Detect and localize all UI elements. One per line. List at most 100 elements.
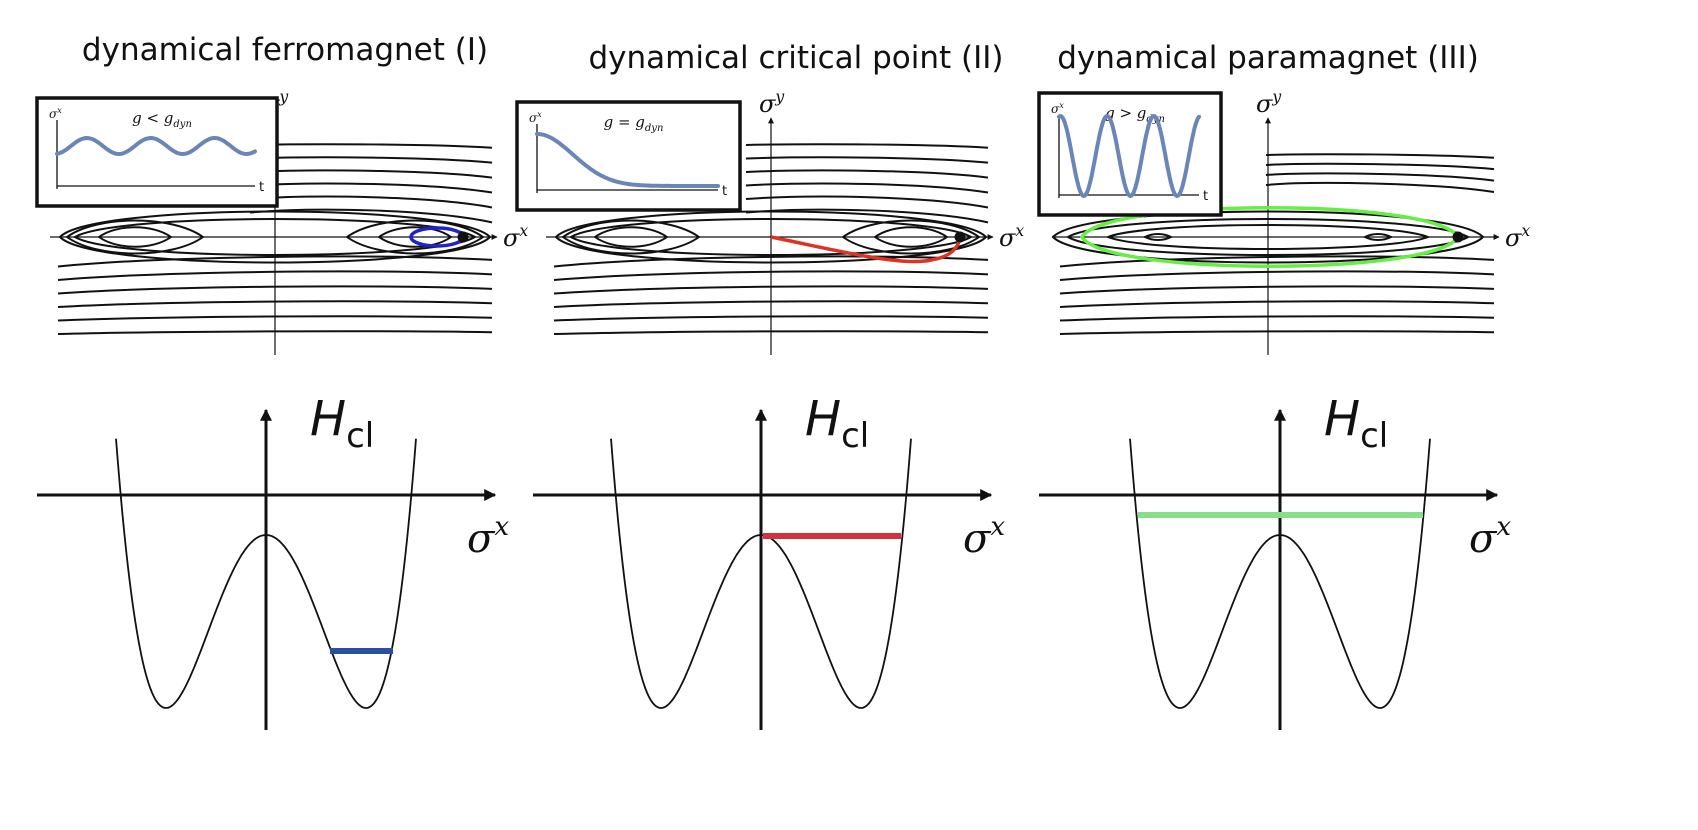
flow-line [1059,315,1495,322]
potential-plot: Hcl σx [37,391,509,730]
sigma-superscript: y [774,88,784,106]
left-well-orbit [561,219,701,255]
outer-orbit [1066,218,1470,256]
flow-line [1059,285,1495,295]
hamiltonian-label: Hcl [805,391,869,456]
sigma-x-axis-label: σx [467,512,509,562]
initial-point [954,231,966,243]
right-well-orbit [1362,233,1394,241]
sigma-symbol: σ [529,111,538,125]
sigma-superscript: x [1015,222,1024,240]
sigma-superscript: x [1496,512,1511,542]
flow-line [57,315,493,322]
inset-sigma-label: σx [1051,101,1064,116]
H-symbol: H [1324,391,1360,447]
inset-g-label: g < gdyn [132,109,192,130]
potential-plot: Hcl σx [1039,391,1511,730]
flow-line [1265,182,1495,194]
sigma-superscript: x [990,512,1005,542]
right-well-orbit [841,219,981,255]
g-relation: g < g [132,109,173,127]
flow-line [249,156,493,164]
flow-line [57,330,493,335]
left-well-orbit [1142,233,1174,241]
panel-title: dynamical ferromagnet (I) [82,32,488,68]
sigma-symbol: σ [467,516,496,562]
H-symbol: H [310,391,346,447]
sigma-symbol: σ [1505,224,1522,252]
left-well-orbit [97,226,173,248]
inset-sigma-label: σx [529,110,542,125]
sigma-superscript: x [537,110,542,119]
inset-frame [515,100,742,212]
sigma-symbol: σ [963,516,992,562]
flow-line [1265,153,1495,159]
flow-line [1059,330,1495,335]
panel-title: dynamical critical point (II) [588,40,1003,76]
flow-line [1059,255,1495,268]
flow-line [57,255,493,268]
sigma-superscript: x [519,222,528,240]
sigma-symbol: σ [1469,516,1498,562]
inset-curve [1057,113,1201,199]
flow-line [249,143,493,149]
flow-line [1265,172,1495,182]
flow-line [553,330,989,335]
outer-orbit [58,210,492,264]
sigma-superscript: x [1521,222,1530,240]
g-relation: g > g [1105,104,1146,122]
left-well-orbit [593,226,669,248]
hamiltonian-label: Hcl [1324,391,1388,456]
H-symbol: H [805,391,841,447]
sigma-superscript: x [1059,101,1064,110]
outer-orbit [554,210,988,264]
flow-line [57,270,493,281]
sigma-superscript: y [1271,88,1281,106]
right-well-orbit [873,226,949,248]
inset-curve [55,135,257,157]
inset-g-label: g = gdyn [604,113,664,134]
flow-line [745,156,989,164]
flow-line [249,169,493,179]
flow-line [1265,162,1495,171]
flow-line [1059,270,1495,281]
sigma-x-axis-label: σx [503,222,528,252]
sigma-x-axis-label: σx [1505,222,1530,252]
flow-line [745,195,989,209]
inset-t-label: t [1203,189,1208,204]
left-well-orbit [65,219,205,255]
inset-t-label: t [259,180,264,195]
sigma-symbol: σ [1051,102,1060,116]
sigma-superscript: y [278,88,288,106]
g-subscript: dyn [173,119,192,130]
sigma-x-axis-label: σx [999,222,1024,252]
right-well-orbit [345,219,485,255]
right-well-orbit [377,226,453,248]
flow-line [745,169,989,179]
sigma-y-axis-label: σy [759,88,784,118]
inner-orbit [1105,224,1431,250]
H-subscript: cl [1360,416,1388,456]
inset-curve [535,132,720,188]
flow-line [1059,300,1495,308]
time-series-inset: t σx g = gdyn [515,100,742,212]
trajectory-separatrix [770,235,962,264]
sigma-y-axis-label: σy [1256,88,1281,118]
double-well-curve [115,438,417,709]
hamiltonian-label: Hcl [310,391,374,456]
flow-line [249,182,493,194]
flow-line [57,300,493,308]
initial-point [1452,231,1464,243]
flow-line [249,195,493,209]
sigma-symbol: σ [759,90,776,118]
sigma-symbol: σ [1256,90,1273,118]
inset-t-label: t [722,184,727,199]
outer-orbit [73,218,477,256]
sigma-symbol: σ [503,224,520,252]
